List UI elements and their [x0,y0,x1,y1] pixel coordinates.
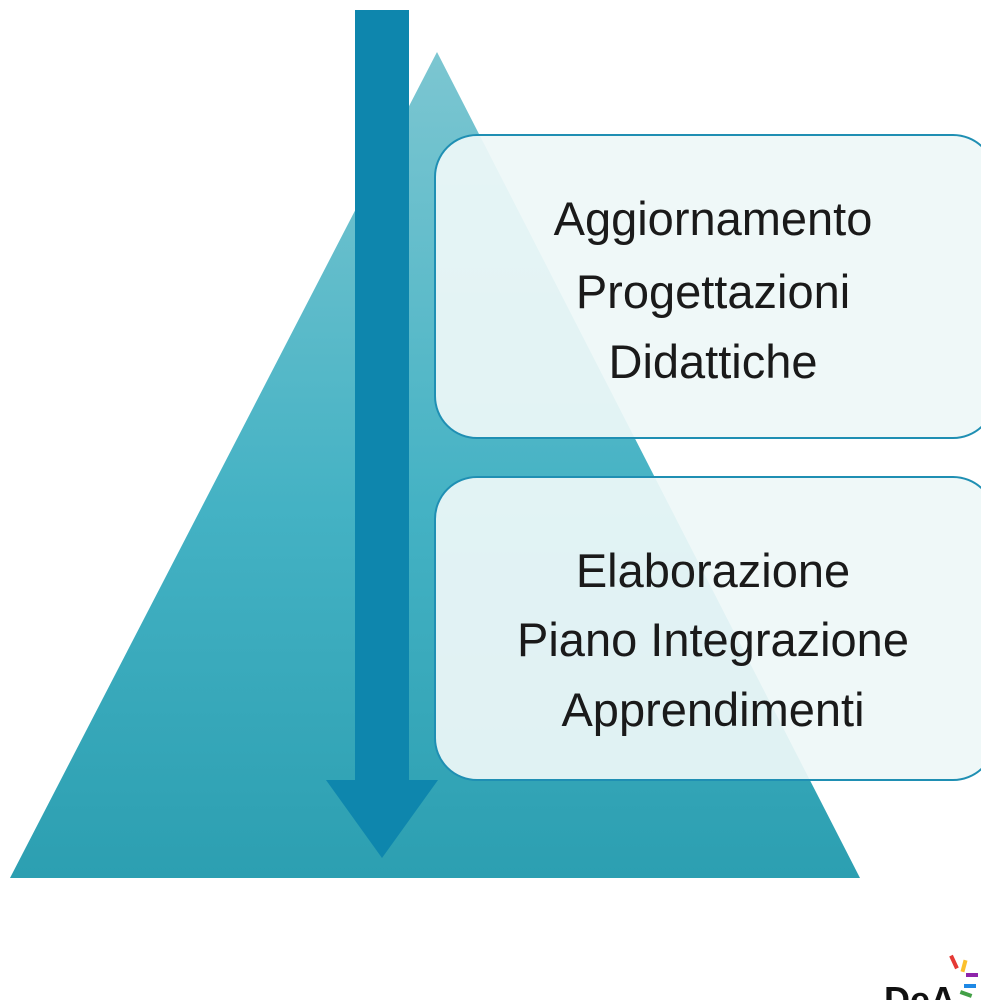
down-arrow-shaft [355,10,409,780]
box-aggiornamento: Aggiornamento Progettazioni Didattiche [434,134,981,439]
box-1-line-2: Progettazioni [576,265,850,318]
box-1-line-1: Aggiornamento [554,192,873,245]
dea-logo: DeA [884,954,978,1000]
box-2-frame [434,476,981,781]
down-arrow-head [326,780,438,858]
box-2-line-2: Piano Integrazione [517,613,909,666]
logo-text: DeA [884,979,956,1000]
box-2-line-3: Apprendimenti [561,683,864,736]
box-1-frame [434,134,981,439]
box-1-line-3: Didattiche [609,335,818,388]
box-2-line-1: Elaborazione [576,544,850,597]
box-elaborazione: Elaborazione Piano Integrazione Apprendi… [434,476,981,781]
logo-rays-icon [949,954,978,998]
